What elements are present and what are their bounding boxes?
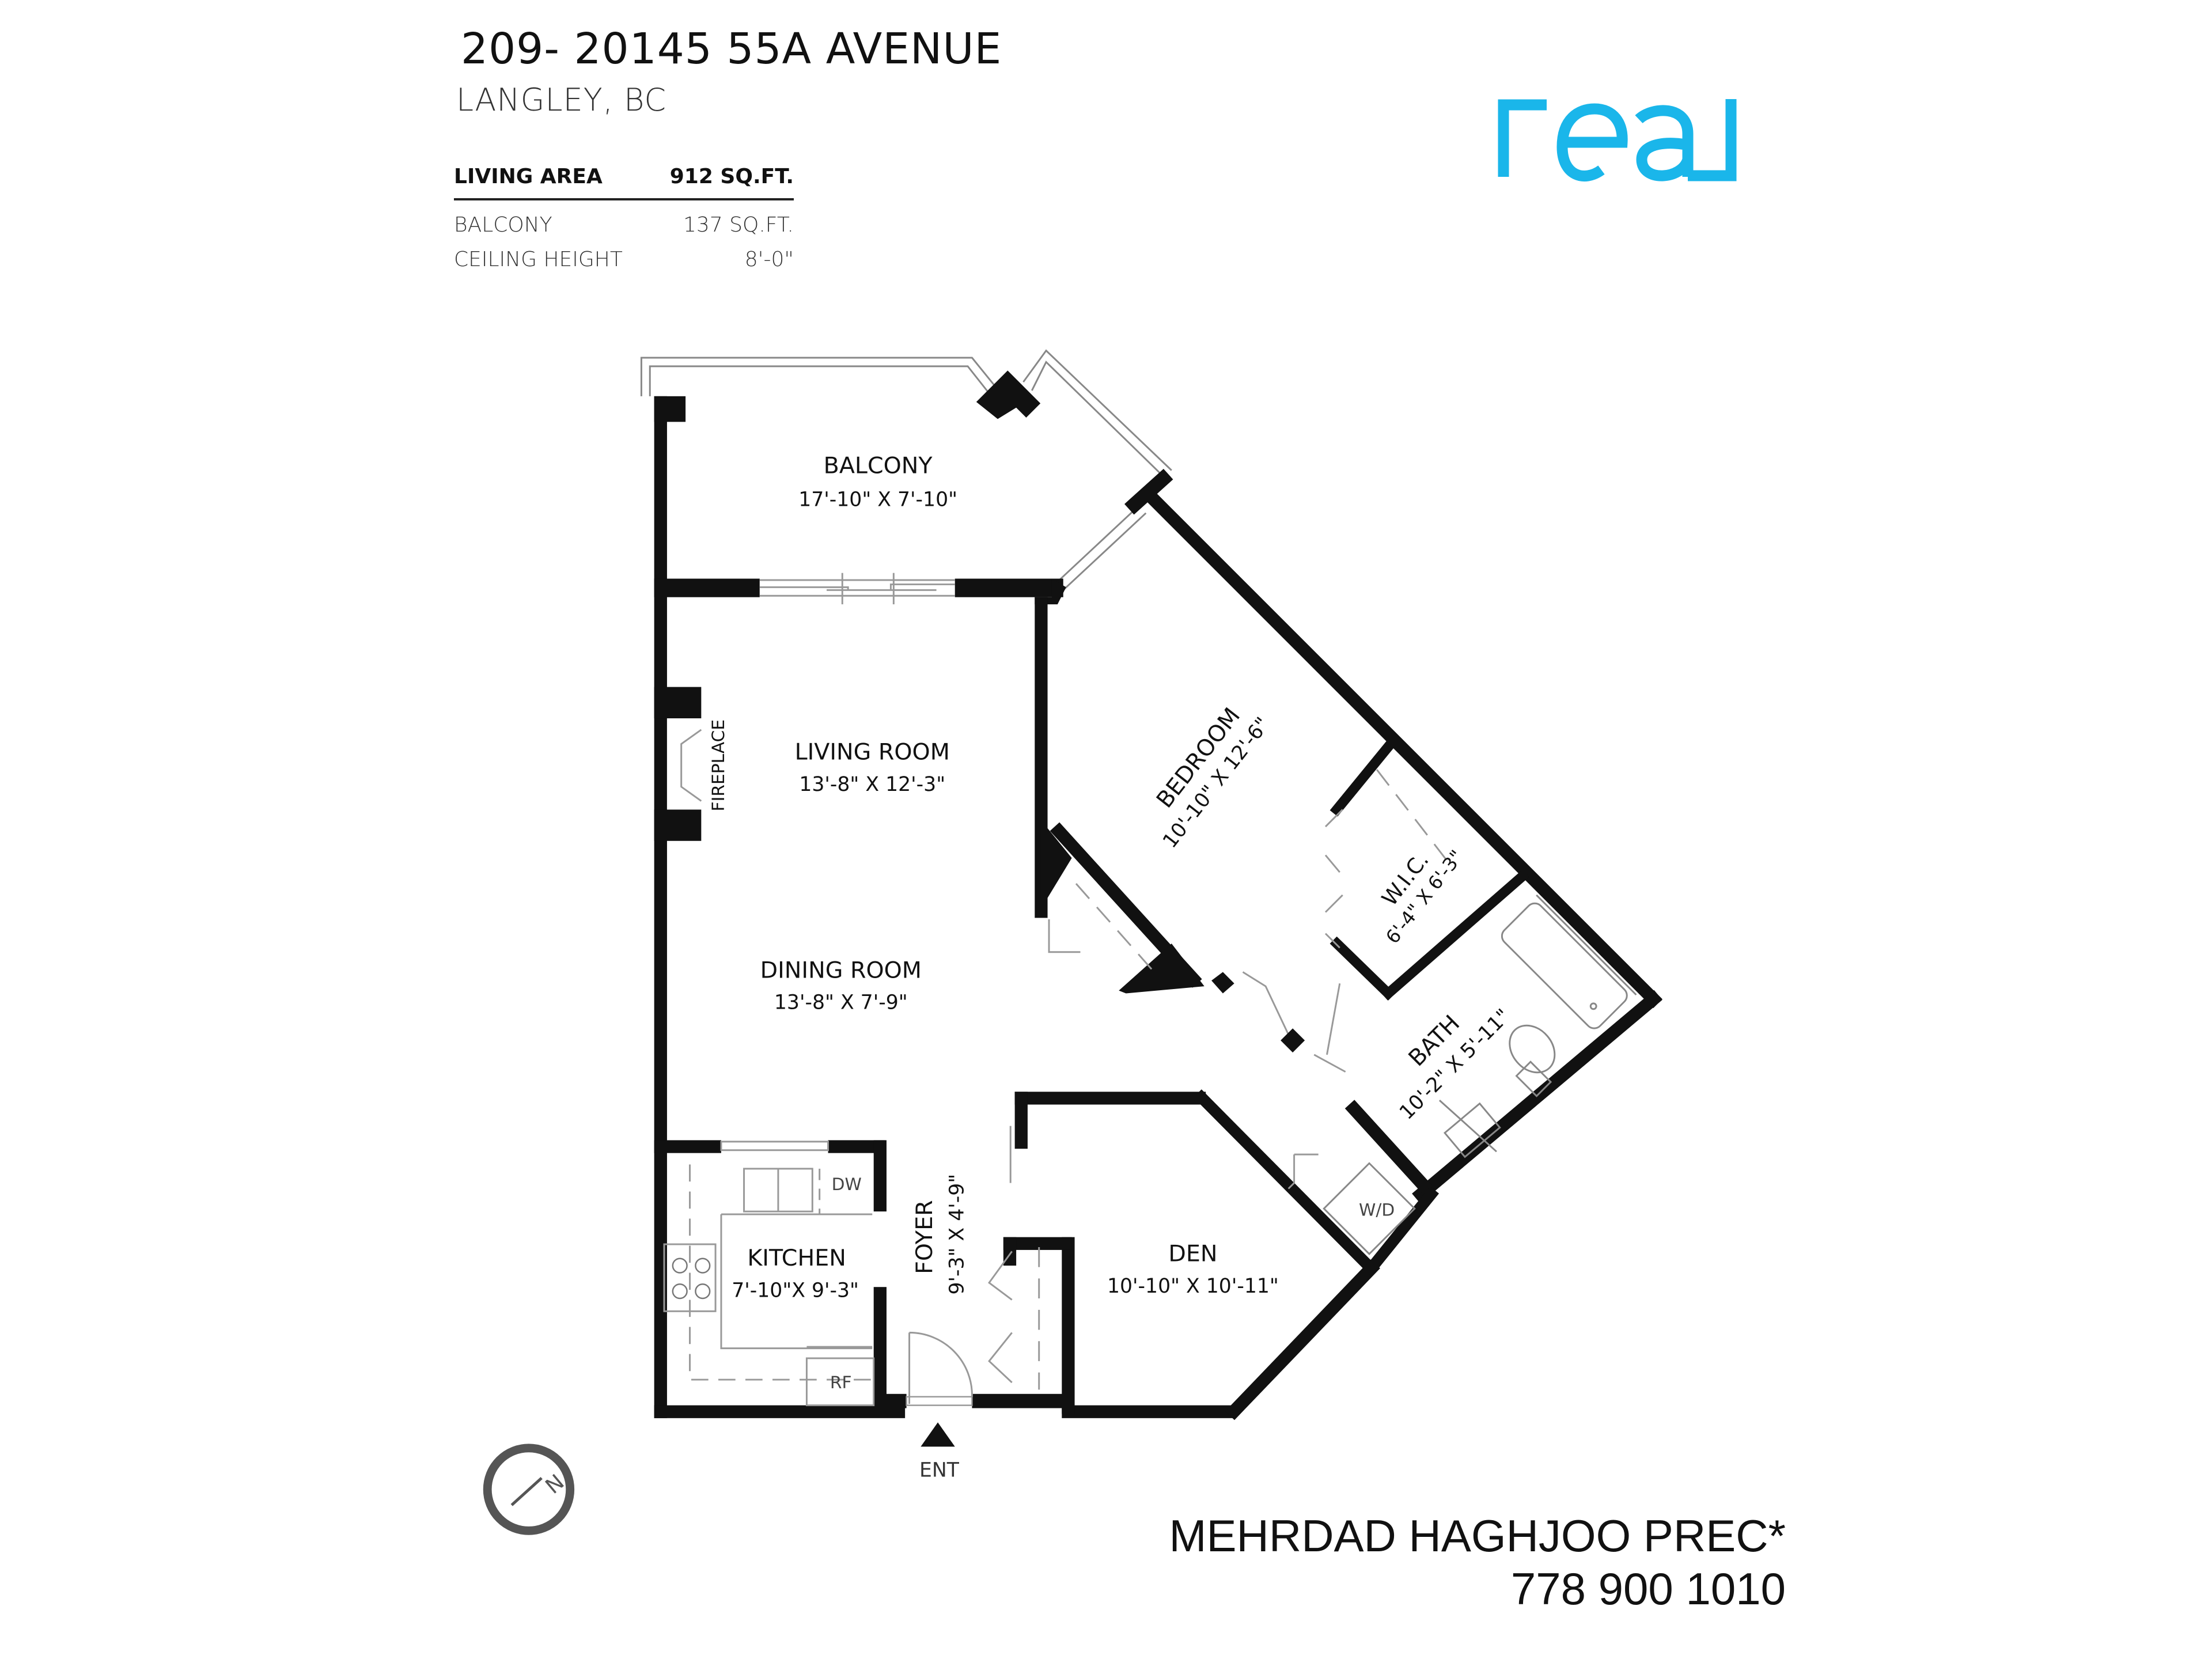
kitchen-fixtures <box>663 1126 1319 1407</box>
property-city: LANGLEY, BC <box>456 82 667 118</box>
stat-value: 8'-0" <box>744 247 794 271</box>
stat-balcony: BALCONY 137 SQ.FT. <box>454 207 794 242</box>
real-brokerage-logo <box>1498 81 1740 202</box>
entrance-label: ENT <box>919 1459 960 1482</box>
stat-living-area: LIVING AREA 912 SQ.FT. <box>454 154 794 200</box>
fireplace-label: FIREPLACE <box>709 719 729 812</box>
appliance-wd: W/D <box>1359 1200 1395 1221</box>
room-name-foyer: FOYER <box>911 1200 938 1274</box>
stat-label: BALCONY <box>454 213 552 237</box>
real-logo-icon <box>1498 99 1737 182</box>
agent-contact: MEHRDAD HAGHJOO PREC* 778 900 1010 <box>1169 1509 1786 1615</box>
balcony-slider-door <box>759 573 955 605</box>
agent-phone: 778 900 1010 <box>1510 1563 1786 1614</box>
entrance-arrow-icon <box>921 1422 955 1447</box>
stat-ceiling-height: CEILING HEIGHT 8'-0" <box>454 242 794 276</box>
room-name-kitchen: KITCHEN <box>747 1245 846 1271</box>
appliance-rf: RF <box>830 1373 852 1393</box>
kitchen-walls <box>654 1140 887 1408</box>
room-name-living-room: LIVING ROOM <box>795 739 950 766</box>
balcony-railing <box>640 349 1172 591</box>
room-dims-kitchen: 7'-10"X 9'-3" <box>732 1279 859 1302</box>
room-dims-living-room: 13'-8" X 12'-3" <box>799 773 945 796</box>
room-dims-foyer: 9'-3" X 4'-9" <box>946 1174 969 1295</box>
property-address: 209- 20145 55A AVENUE <box>461 24 1002 74</box>
stat-label: CEILING HEIGHT <box>454 247 623 271</box>
entry-threshold <box>906 1396 973 1406</box>
hall-closet <box>1040 819 1234 994</box>
diagonal-walls <box>1124 468 1662 1421</box>
closet-door-lines <box>1048 769 1455 1073</box>
door-stop <box>1281 1028 1305 1053</box>
compass-north-icon: N <box>483 1444 575 1535</box>
appliance-dw: DW <box>832 1175 862 1195</box>
room-name-dining-room: DINING ROOM <box>760 957 922 983</box>
room-labels: BALCONY 17'-10" X 7'-10" LIVING ROOM 13'… <box>709 452 1515 1482</box>
room-name-balcony: BALCONY <box>824 452 933 479</box>
bath-fixtures <box>1323 894 1637 1255</box>
area-stats-table: LIVING AREA 912 SQ.FT. BALCONY 137 SQ.FT… <box>454 154 794 276</box>
stove-burners <box>672 1257 711 1300</box>
room-dims-den: 10'-10" X 10'-11" <box>1107 1275 1279 1298</box>
balcony-post <box>976 370 1041 419</box>
room-dims-balcony: 17'-10" X 7'-10" <box>798 488 957 511</box>
agent-name: MEHRDAD HAGHJOO PREC* <box>1169 1510 1786 1561</box>
stat-value: 137 SQ.FT. <box>683 213 794 237</box>
room-name-den: DEN <box>1168 1241 1217 1267</box>
fireplace <box>654 687 702 841</box>
stat-value: 912 SQ.FT. <box>669 164 794 188</box>
exterior-walls <box>654 396 1236 1418</box>
room-dims-dining-room: 13'-8" X 7'-9" <box>774 991 908 1014</box>
stat-label: LIVING AREA <box>454 164 603 188</box>
